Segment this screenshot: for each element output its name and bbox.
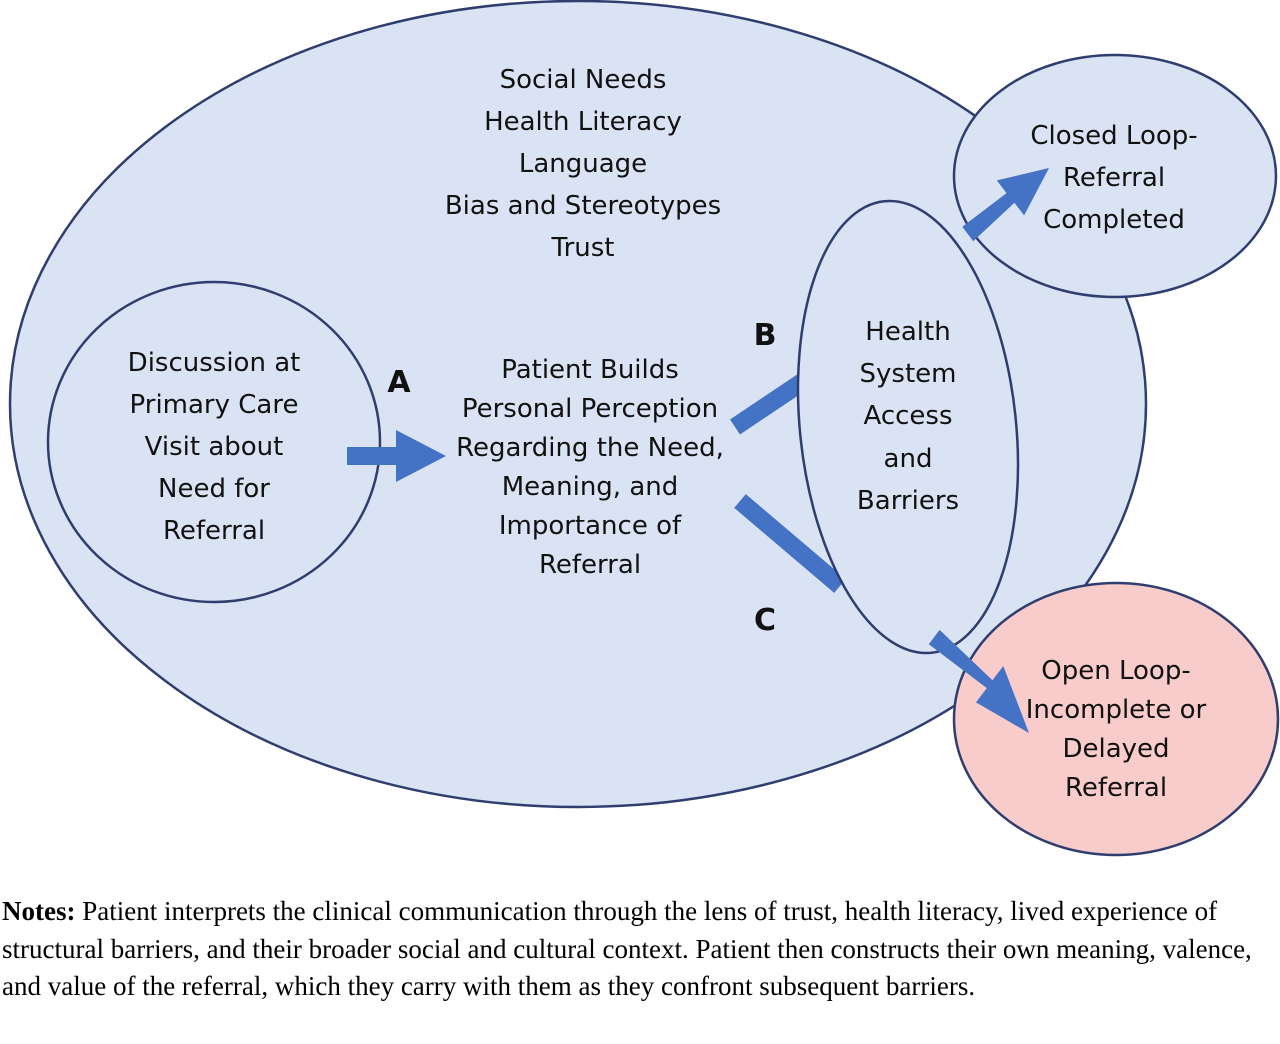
perception-line: Meaning, and bbox=[502, 472, 679, 502]
path-label-c: C bbox=[754, 603, 776, 638]
context-factor-social-needs: Social Needs bbox=[500, 65, 667, 95]
arrow-c-line bbox=[734, 494, 846, 593]
perception-line: Personal Perception bbox=[462, 394, 718, 424]
notes-paragraph: Notes: Patient interprets the clinical c… bbox=[2, 893, 1276, 1006]
discussion-circle bbox=[46, 280, 382, 604]
health-system-line: Access bbox=[863, 401, 952, 431]
discussion-line: Need for bbox=[158, 474, 270, 504]
health-system-line: Barriers bbox=[857, 486, 959, 516]
discussion-line: Referral bbox=[163, 516, 265, 546]
discussion-line: Discussion at bbox=[128, 348, 301, 378]
perception-line: Referral bbox=[539, 550, 641, 580]
context-factor-trust: Trust bbox=[551, 233, 615, 263]
discussion-line: Visit about bbox=[145, 432, 284, 462]
open-loop-line: Delayed bbox=[1062, 734, 1169, 764]
arrow-to-open-loop bbox=[928, 629, 1029, 733]
health-system-ellipse bbox=[796, 199, 1020, 655]
open-loop-circle bbox=[952, 581, 1280, 857]
health-system-line: System bbox=[860, 359, 957, 389]
health-system-line: Health bbox=[865, 317, 950, 347]
context-factor-bias: Bias and Stereotypes bbox=[445, 191, 721, 221]
closed-loop-line: Referral bbox=[1063, 163, 1165, 193]
referral-loop-diagram: A B C Social Needs Health Literacy Langu… bbox=[8, 0, 1280, 857]
perception-line: Importance of bbox=[499, 511, 682, 541]
path-label-a: A bbox=[387, 365, 411, 400]
notes-text: Patient interprets the clinical communic… bbox=[2, 896, 1252, 1001]
discussion-line: Primary Care bbox=[130, 390, 299, 420]
health-system-line: and bbox=[884, 444, 933, 474]
arrow-a bbox=[347, 430, 446, 482]
context-factor-language: Language bbox=[519, 149, 647, 179]
open-loop-line: Referral bbox=[1065, 773, 1167, 803]
open-loop-line: Incomplete or bbox=[1026, 695, 1207, 725]
notes-label: Notes: bbox=[2, 896, 76, 926]
arrow-to-closed-loop bbox=[962, 168, 1049, 242]
closed-loop-circle bbox=[952, 53, 1278, 299]
perception-line: Regarding the Need, bbox=[456, 433, 724, 463]
closed-loop-line: Completed bbox=[1043, 205, 1185, 235]
closed-loop-line: Closed Loop- bbox=[1030, 121, 1197, 151]
path-label-b: B bbox=[754, 318, 777, 353]
perception-line: Patient Builds bbox=[501, 355, 679, 385]
context-factor-health-literacy: Health Literacy bbox=[484, 107, 682, 137]
open-loop-line: Open Loop- bbox=[1041, 656, 1190, 686]
